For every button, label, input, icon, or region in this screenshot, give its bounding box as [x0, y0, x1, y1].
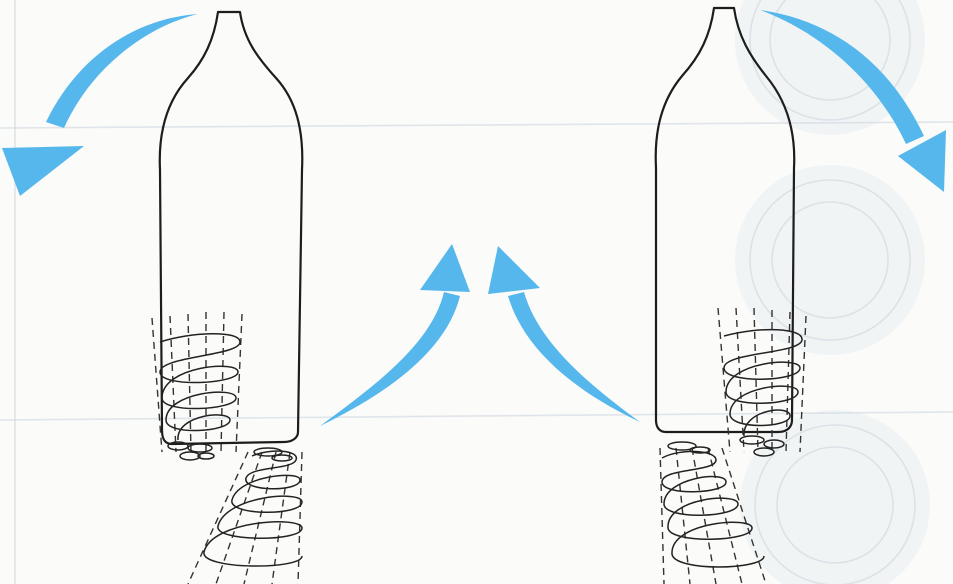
center-right-up-arrow — [488, 246, 640, 422]
left-rotation-arrow — [2, 14, 198, 196]
left-bottle-outline — [160, 12, 303, 444]
left-lower-vortex — [188, 448, 302, 584]
center-left-up-arrow — [320, 244, 470, 426]
left-bottle — [152, 12, 302, 584]
